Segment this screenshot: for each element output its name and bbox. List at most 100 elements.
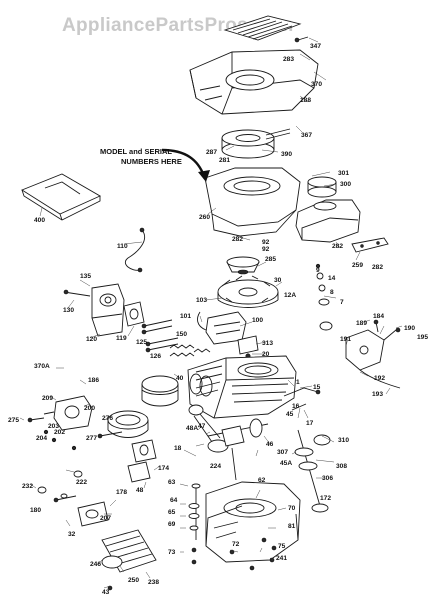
washers-part[interactable] xyxy=(37,470,113,591)
part-label-126: 126 xyxy=(150,353,161,360)
crankshaft-part[interactable] xyxy=(207,418,269,481)
part-label-307: 307 xyxy=(277,449,288,456)
ignition-coil-part[interactable] xyxy=(197,311,247,345)
part-label-200: 200 xyxy=(84,405,95,412)
part-label-277: 277 xyxy=(86,435,97,442)
part-label-92: 92 xyxy=(262,246,270,253)
screw-347-part[interactable] xyxy=(294,36,309,43)
part-label-313: 313 xyxy=(262,340,273,347)
part-label-150: 150 xyxy=(176,331,187,338)
recoil-starter-part[interactable] xyxy=(221,128,291,159)
part-label-306: 306 xyxy=(322,475,333,482)
part-label-16: 16 xyxy=(292,403,300,410)
part-label-204: 204 xyxy=(36,435,47,442)
part-label-308: 308 xyxy=(336,463,347,470)
fuel-tank-part[interactable] xyxy=(295,199,361,243)
part-label-72: 72 xyxy=(232,541,240,548)
part-label-192: 192 xyxy=(374,375,385,382)
part-label-75: 75 xyxy=(278,543,286,550)
part-label-135: 135 xyxy=(80,273,91,280)
part-label-101: 101 xyxy=(180,313,191,320)
part-label-186: 186 xyxy=(88,377,99,384)
oil-fill-tube-part[interactable] xyxy=(283,387,321,411)
part-label-7: 7 xyxy=(340,299,344,306)
leader-lines xyxy=(19,37,403,589)
connecting-rod-part[interactable] xyxy=(188,404,229,453)
part-label-15: 15 xyxy=(313,384,321,391)
part-label-282: 282 xyxy=(372,264,383,271)
air-filter-part[interactable] xyxy=(107,410,149,438)
engine-cover-part[interactable] xyxy=(189,49,319,115)
part-label-195: 195 xyxy=(417,334,428,341)
flywheel-part[interactable] xyxy=(217,275,279,308)
piston-part[interactable] xyxy=(141,373,213,407)
cylinder-block-part[interactable] xyxy=(187,355,297,419)
governor-plates-part[interactable] xyxy=(127,439,157,483)
part-label-70: 70 xyxy=(288,505,296,512)
camshaft-part[interactable] xyxy=(294,429,331,513)
part-label-203: 203 xyxy=(48,423,59,430)
callout-line-2: NUMBERS HERE xyxy=(121,157,182,166)
engine-sump-part[interactable] xyxy=(205,481,301,563)
part-label-62: 62 xyxy=(258,477,266,484)
part-label-222: 222 xyxy=(76,479,87,486)
part-label-367: 367 xyxy=(301,132,312,139)
carburetor-part[interactable] xyxy=(63,283,125,337)
air-cleaner-cover-part[interactable] xyxy=(21,173,101,221)
part-label-281: 281 xyxy=(219,157,230,164)
part-label-189: 189 xyxy=(356,320,367,327)
part-label-47: 47 xyxy=(198,423,206,430)
part-label-172: 172 xyxy=(320,495,331,502)
part-label-238: 238 xyxy=(148,579,159,586)
part-label-63: 63 xyxy=(168,479,176,486)
throttle-control-part[interactable] xyxy=(345,319,401,389)
part-label-40: 40 xyxy=(176,375,184,382)
valve-springs-part[interactable] xyxy=(169,344,211,357)
grille-plate-part[interactable] xyxy=(223,15,302,41)
part-label-174: 174 xyxy=(158,465,169,472)
callout-line-1: MODEL and SERIAL xyxy=(100,147,172,156)
part-label-193: 193 xyxy=(372,391,383,398)
governor-linkage-part[interactable] xyxy=(315,263,333,331)
part-label-1: 1 xyxy=(296,379,300,386)
sump-fasteners-part[interactable] xyxy=(249,537,277,571)
part-label-20: 20 xyxy=(262,351,270,358)
blower-housing-part[interactable] xyxy=(204,167,301,237)
part-label-92: 92 xyxy=(262,239,270,246)
model-serial-callout: MODEL and SERIAL NUMBERS HERE xyxy=(100,147,210,182)
part-label-103: 103 xyxy=(196,297,207,304)
part-label-190: 190 xyxy=(404,325,415,332)
part-label-246: 246 xyxy=(90,561,101,568)
part-label-370: 370 xyxy=(311,81,322,88)
fuel-cap-part[interactable] xyxy=(307,176,337,198)
part-label-390: 390 xyxy=(281,151,292,158)
part-label-370a: 370A xyxy=(34,363,50,370)
part-label-178: 178 xyxy=(116,489,127,496)
part-label-188: 188 xyxy=(300,97,311,104)
gasket-119-part[interactable] xyxy=(123,301,145,327)
bolt-277-part[interactable] xyxy=(97,431,123,439)
carb-fasteners-part[interactable] xyxy=(43,429,77,451)
part-label-301: 301 xyxy=(338,170,349,177)
part-label-259: 259 xyxy=(352,262,363,269)
part-label-120: 120 xyxy=(86,336,97,343)
part-label-8: 8 xyxy=(330,289,334,296)
part-label-202: 202 xyxy=(54,429,65,436)
muffler-bracket-part[interactable] xyxy=(53,495,109,527)
part-label-260: 260 xyxy=(199,214,210,221)
muffler-part[interactable] xyxy=(101,529,157,573)
part-label-125: 125 xyxy=(136,339,147,346)
part-label-65: 65 xyxy=(168,509,176,516)
part-label-347: 347 xyxy=(310,43,321,50)
carburetor-body-part[interactable] xyxy=(27,395,93,431)
part-label-14: 14 xyxy=(328,275,336,282)
bracket-259-part[interactable] xyxy=(351,237,389,253)
part-label-241: 241 xyxy=(276,555,287,562)
part-label-48: 48 xyxy=(136,487,144,494)
valves-part[interactable] xyxy=(188,483,201,565)
screws-125-126-part[interactable] xyxy=(141,319,179,353)
starter-cup-part[interactable] xyxy=(226,256,260,275)
part-label-119: 119 xyxy=(116,335,127,342)
part-label-250: 250 xyxy=(128,577,139,584)
fuel-line-part[interactable] xyxy=(124,227,146,273)
